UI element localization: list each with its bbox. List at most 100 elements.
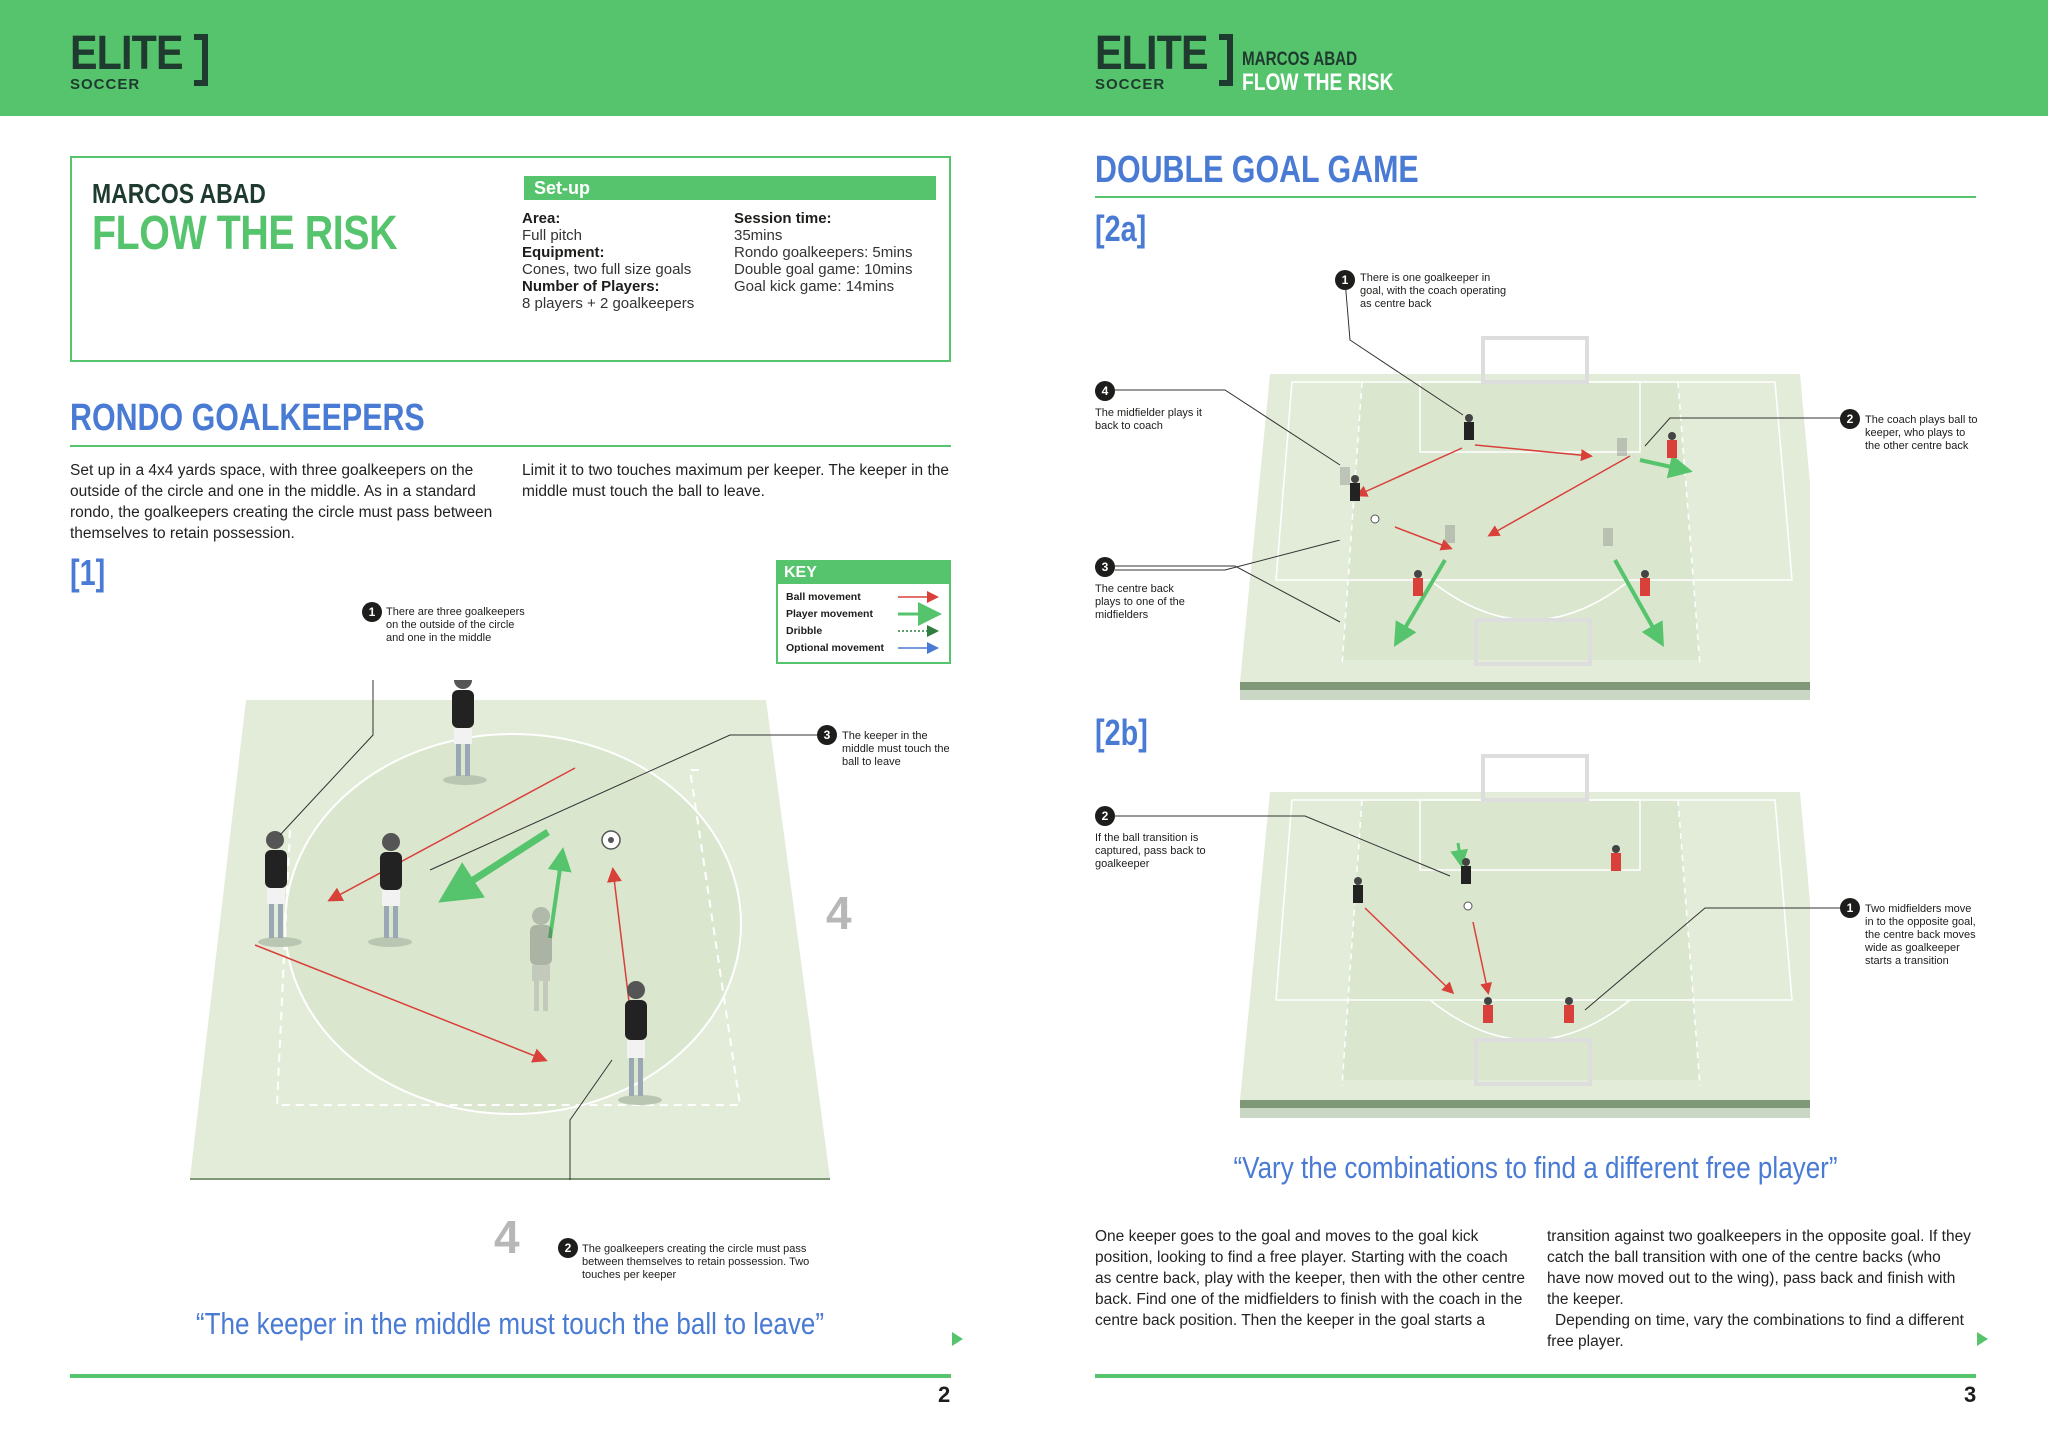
ball: [1463, 901, 1473, 911]
callout-badge-2: 2: [558, 1238, 578, 1258]
key-optional: Optional movement: [786, 642, 885, 654]
b-note-2: If the ball transition is captured, pass…: [1095, 832, 1206, 870]
setup-col-2: Session time: 35mins Rondo goalkeepers: …: [734, 210, 912, 295]
a-note-1: There is one goalkeeper in goal, with th…: [1360, 272, 1507, 310]
player-keeper: [1353, 877, 1363, 903]
elite-soccer-logo-right: ELITE SOCCER: [1095, 27, 1233, 93]
ball: [1370, 514, 1380, 524]
time-double: Double goal game: 10mins: [734, 261, 913, 278]
rondo-note-2: The goalkeepers creating the circle must…: [582, 1243, 810, 1281]
goalkeeper-faded: [530, 907, 552, 1011]
rondo-note-3: The keeper in the middle must touch the …: [842, 730, 950, 768]
player-faded: [1340, 438, 1627, 546]
a-note-4: The midfielder plays it back to coach: [1095, 407, 1202, 432]
key-ball: Ball movement: [786, 591, 861, 603]
callout-badge-3: 3: [1095, 557, 1115, 577]
double-goal-para-2b: Depending on time, vary the combinations…: [1547, 1312, 1964, 1350]
goal-top: [1481, 336, 1589, 384]
rondo-diagram: [190, 680, 830, 1180]
header-band: [0, 0, 2048, 116]
player-red: [1483, 997, 1493, 1023]
player-keeper: [1461, 858, 1471, 884]
callout-badge-1: 1: [1335, 270, 1355, 290]
logo-bracket-icon: [1219, 34, 1233, 86]
time-label: Session time:: [734, 210, 832, 227]
callout-badge-3: 3: [817, 725, 837, 745]
dimension-bottom: 4: [494, 1211, 520, 1263]
players-value: 8 players + 2 goalkeepers: [522, 295, 695, 312]
callout-line: [569, 1059, 613, 1180]
area-value: Full pitch: [522, 227, 583, 244]
a-note-3: The centre back plays to one of the midf…: [1095, 583, 1185, 621]
session-title: FLOW THE RISK: [92, 207, 398, 260]
double-goal-para-1: One keeper goes to the goal and moves to…: [1095, 1228, 1525, 1329]
callouts-2a: [1115, 279, 1850, 623]
page-number-left: 2: [938, 1382, 951, 1407]
player-arrow: [547, 847, 572, 939]
callout-badge-2b-1: 1: [1840, 898, 1860, 918]
callout-line: [429, 734, 820, 871]
figure-label-2a: [2a]: [1095, 208, 1147, 249]
player-keeper: [1464, 414, 1474, 440]
dimension-right: 4: [826, 887, 852, 939]
section-title-double-goal: DOUBLE GOAL GAME: [1095, 149, 1419, 191]
logo-elite-text: ELITE: [70, 27, 184, 80]
player-arrow: [438, 829, 550, 903]
page-number-right: 3: [1964, 1382, 1977, 1407]
callouts-2a-extra: [1115, 389, 1341, 466]
ball-arrow: [254, 944, 548, 1063]
goal-top: [1481, 754, 1589, 802]
pitch-edge: [190, 1178, 830, 1180]
time-rondo: Rondo goalkeepers: 5mins: [734, 244, 913, 261]
next-arrow-icon: [1977, 1332, 1988, 1346]
header-session-title: MARCOS ABAD FLOW THE RISK: [1242, 50, 1431, 96]
callout-badge-2b-2: 2: [1095, 806, 1115, 826]
equipment-label: Equipment:: [522, 244, 605, 261]
diagram-key: KEY Ball movement Player movement Dribbl…: [776, 560, 951, 664]
goalkeeper: [443, 680, 487, 785]
next-arrow-icon: [952, 1332, 963, 1346]
player-keeper: [1350, 475, 1360, 501]
ball-arrow: [327, 767, 576, 902]
double-goal-para-2: transition against two goalkeepers in th…: [1547, 1226, 1977, 1352]
double-goal-diagram-2a: [1240, 336, 1810, 700]
figure-label-2b: [2b]: [1095, 712, 1148, 753]
player-red: [1640, 570, 1650, 596]
footer-rule: [1095, 1374, 1976, 1378]
section-rule: [70, 445, 951, 447]
key-title: KEY: [778, 562, 949, 584]
callout-badge-2: 2: [1840, 409, 1860, 429]
logo-bracket-icon: [194, 34, 208, 86]
player-red: [1413, 570, 1423, 596]
area-cones: [275, 769, 742, 1106]
rondo-circle: [284, 733, 742, 1115]
players-label: Number of Players:: [522, 278, 660, 295]
setup-box: MARCOS ABAD FLOW THE RISK Set-up Area: F…: [70, 156, 951, 362]
pull-quote-left: “The keeper in the middle must touch the…: [195, 1306, 825, 1341]
goalkeeper: [258, 831, 302, 947]
rondo-note-1: There are three goalkeepers on the outsi…: [386, 606, 525, 644]
callout-badge-1: 1: [362, 602, 382, 622]
key-arrows: [898, 591, 942, 654]
callout-line: [279, 680, 374, 836]
key-player: Player movement: [786, 608, 873, 620]
key-dribble: Dribble: [786, 625, 823, 637]
double-goal-diagram-2b: [1240, 754, 1810, 1118]
goalkeeper: [618, 981, 662, 1105]
setup-col-1: Area: Full pitch Equipment: Cones, two f…: [522, 210, 694, 312]
rondo-para-1: Set up in a 4x4 yards space, with three …: [70, 462, 493, 542]
coach-name: MARCOS ABAD: [92, 178, 266, 209]
time-goalkick: Goal kick game: 14mins: [734, 278, 895, 295]
equipment-value: Cones, two full size goals: [522, 261, 692, 278]
logo-elite-text: ELITE: [1095, 27, 1209, 80]
footer-rule: [70, 1374, 951, 1378]
double-goal-para-2a: transition against two goalkeepers in th…: [1547, 1228, 1971, 1308]
a-note-2: The coach plays ball to keeper, who play…: [1865, 414, 1978, 452]
callout-3-line: [1115, 540, 1341, 571]
time-value: 35mins: [734, 227, 783, 244]
player-red: [1667, 432, 1677, 458]
header-coach: MARCOS ABAD: [1242, 49, 1358, 70]
elite-soccer-logo-left: ELITE SOCCER: [70, 27, 208, 93]
area-label: Area:: [522, 210, 561, 227]
player-red: [1564, 997, 1574, 1023]
